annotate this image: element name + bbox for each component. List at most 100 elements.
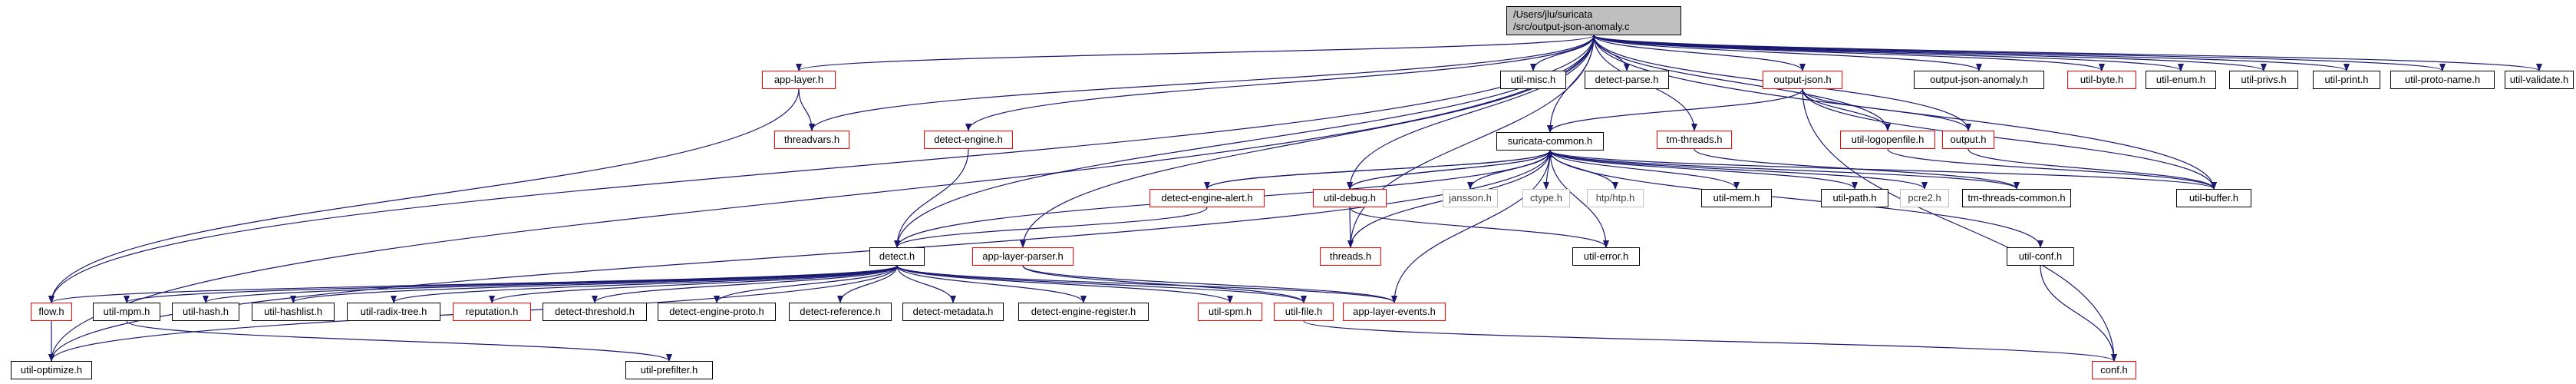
node-reputation-h[interactable]: reputation.h xyxy=(453,303,531,321)
node-util-optimize-h[interactable]: util-optimize.h xyxy=(11,361,92,379)
include-edge-root-to-app_layer_h xyxy=(796,35,1595,71)
node-output-json-anomaly-h[interactable]: output-json-anomaly.h xyxy=(1914,71,2044,89)
node-detect-metadata-h[interactable]: detect-metadata.h xyxy=(902,303,1004,321)
include-edge-detect_engine_alert_h-to-detect_h xyxy=(894,207,1208,248)
include-edge-output_h-to-util_buffer_h xyxy=(1967,148,2217,190)
node-util-logopenfile-h[interactable]: util-logopenfile.h xyxy=(1840,131,1935,149)
include-edge-output_json_h-to-output_h xyxy=(1802,88,1971,131)
include-edge-suricata_common_h-to-tm_threads_common_h xyxy=(1549,150,2020,190)
include-edge-root-to-output_json_h xyxy=(1593,35,1806,71)
node-util-path-h[interactable]: util-path.h xyxy=(1821,189,1888,207)
include-edge-suricata_common_h-to-util_buffer_h xyxy=(1549,150,2217,190)
root-path-line1: /Users/jlu/suricata xyxy=(1513,8,1593,20)
include-edge-detect_h-to-detect_engine_register_h xyxy=(896,265,1087,303)
node-util-proto-name-h[interactable]: util-proto-name.h xyxy=(2390,71,2495,89)
node-detect-parse-h[interactable]: detect-parse.h xyxy=(1585,71,1669,89)
node-util-mem-h[interactable]: util-mem.h xyxy=(1701,189,1772,207)
include-edge-root-to-util_optimize_h xyxy=(48,35,1595,362)
include-edge-app_layer_h-to-flow_h xyxy=(48,88,800,303)
node-util-validate-h[interactable]: util-validate.h xyxy=(2505,71,2574,89)
include-edge-util_debug_h-to-util_error_h xyxy=(1349,207,1609,248)
include-edge-suricata_common_h-to-util_error_h xyxy=(1549,150,1609,248)
include-edge-root-to-threads_h xyxy=(1347,35,1595,248)
node-util-hash-h[interactable]: util-hash.h xyxy=(172,303,239,321)
node-util-spm-h[interactable]: util-spm.h xyxy=(1198,303,1262,321)
include-edge-suricata_common_h-to-pcre2_h xyxy=(1549,150,1928,190)
include-edge-suricata_common_h-to-util_conf_h xyxy=(1549,150,2043,248)
node-tm-threads-h[interactable]: tm-threads.h xyxy=(1657,131,1732,149)
node-detect-engine-register-h[interactable]: detect-engine-register.h xyxy=(1018,303,1149,321)
node-util-privs-h[interactable]: util-privs.h xyxy=(2229,71,2298,89)
node-util-radix-tree-h[interactable]: util-radix-tree.h xyxy=(347,303,440,321)
include-edge-output_json_h-to-conf_h xyxy=(1802,88,2117,362)
include-edge-root-to-util_validate_h xyxy=(1593,35,2542,71)
node-detect-engine-h[interactable]: detect-engine.h xyxy=(924,131,1013,149)
root-path-line2: /src/output-json-anomaly.c xyxy=(1513,21,1630,32)
include-edge-root-to-flow_h xyxy=(48,35,1595,303)
node-util-print-h[interactable]: util-print.h xyxy=(2313,71,2380,89)
node-threads-h[interactable]: threads.h xyxy=(1320,247,1381,266)
include-edge-output_json_h-to-util_logopenfile_h xyxy=(1802,88,1891,131)
include-edge-app_layer_parser_h-to-app_layer_events_h xyxy=(1022,265,1397,303)
node-detect-reference-h[interactable]: detect-reference.h xyxy=(789,303,892,321)
include-edge-util_debug_h-to-threads_h xyxy=(1347,207,1354,248)
node-app-layer-parser-h[interactable]: app-layer-parser.h xyxy=(972,247,1074,266)
node-util-buffer-h[interactable]: util-buffer.h xyxy=(2176,189,2251,207)
node-util-debug-h[interactable]: util-debug.h xyxy=(1313,189,1387,207)
node-suricata-common-h[interactable]: suricata-common.h xyxy=(1496,132,1604,151)
include-edge-detect_h-to-util_file_h xyxy=(896,265,1307,303)
include-edge-detect_engine_alert_h-to-suricata_common_h xyxy=(1206,150,1553,190)
node-util-file-h[interactable]: util-file.h xyxy=(1274,303,1334,321)
include-edge-detect_h-to-detect_reference_h xyxy=(837,265,898,303)
node-ctype-h[interactable]: ctype.h xyxy=(1522,189,1570,207)
include-edge-detect_h-to-reputation_h xyxy=(489,265,898,303)
include-edge-suricata_common_h-to-util_mem_h xyxy=(1549,150,1740,190)
node-util-error-h[interactable]: util-error.h xyxy=(1572,247,1640,266)
include-edge-root-to-util_debug_h xyxy=(1347,35,1595,190)
node-detect-engine-proto-h[interactable]: detect-engine-proto.h xyxy=(658,303,776,321)
node-conf-h[interactable]: conf.h xyxy=(2092,361,2136,379)
root-file-node[interactable]: /Users/jlu/suricata /src/output-json-ano… xyxy=(1506,6,1681,35)
node-util-conf-h[interactable]: util-conf.h xyxy=(2007,247,2074,266)
include-edge-detect_h-to-detect_engine_proto_h xyxy=(714,265,898,303)
include-edge-util_mpm_h-to-util_prefilter_h xyxy=(126,320,672,362)
include-edge-app_layer_parser_h-to-util_file_h xyxy=(1022,265,1307,303)
node-util-hashlist-h[interactable]: util-hashlist.h xyxy=(252,303,335,321)
include-edge-detect_h-to-util_spm_h xyxy=(896,265,1233,303)
node-detect-threshold-h[interactable]: detect-threshold.h xyxy=(543,303,647,321)
node-flow-h[interactable]: flow.h xyxy=(31,303,72,321)
include-edge-util_file_h-to-conf_h xyxy=(1303,320,2117,362)
node-app-layer-events-h[interactable]: app-layer-events.h xyxy=(1343,303,1446,321)
node-htp-h[interactable]: htp/htp.h xyxy=(1587,189,1644,207)
include-edge-root-to-output_json_anomaly_h xyxy=(1593,35,1982,71)
include-edge-util_conf_h-to-conf_h xyxy=(2040,265,2117,362)
include-edge-detect_engine_h-to-detect_h xyxy=(894,148,969,248)
include-edge-detect_h-to-util_hash_h xyxy=(203,265,898,303)
node-detect-engine-alert-h[interactable]: detect-engine-alert.h xyxy=(1149,189,1265,207)
node-app-layer-h[interactable]: app-layer.h xyxy=(762,71,836,89)
include-edge-app_layer_h-to-threadvars_h xyxy=(798,88,815,131)
node-output-h[interactable]: output.h xyxy=(1942,131,1994,149)
node-jansson-h[interactable]: jansson.h xyxy=(1443,189,1498,207)
node-detect-h[interactable]: detect.h xyxy=(869,247,925,266)
node-tm-threads-common-h[interactable]: tm-threads-common.h xyxy=(1962,189,2071,207)
include-edge-tm_threads_h-to-tm_threads_common_h xyxy=(1694,148,2020,190)
include-edge-detect_h-to-detect_metadata_h xyxy=(896,265,956,303)
node-util-byte-h[interactable]: util-byte.h xyxy=(2067,71,2136,89)
include-edge-util_logopenfile_h-to-util_buffer_h xyxy=(1887,148,2217,190)
node-output-json-h[interactable]: output-json.h xyxy=(1763,71,1842,89)
include-edge-detect_h-to-app_layer_events_h xyxy=(896,265,1397,303)
node-util-misc-h[interactable]: util-misc.h xyxy=(1500,71,1566,89)
node-util-mpm-h[interactable]: util-mpm.h xyxy=(93,303,160,321)
include-edge-root-to-util_enum_h xyxy=(1593,35,2184,71)
include-edge-root-to-util_logopenfile_h xyxy=(1593,35,1891,131)
node-threadvars-h[interactable]: threadvars.h xyxy=(774,131,849,149)
include-edge-util_debug_h-to-suricata_common_h xyxy=(1349,150,1553,190)
node-util-enum-h[interactable]: util-enum.h xyxy=(2146,71,2216,89)
node-pcre2-h[interactable]: pcre2.h xyxy=(1900,189,1949,207)
include-edge-output_json_h-to-suricata_common_h xyxy=(1547,88,1803,133)
include-edge-output_json_h-to-util_buffer_h xyxy=(1802,88,2217,190)
include-edge-detect_h-to-util_hashlist_h xyxy=(290,265,898,303)
include-edge-detect_h-to-util_radix_tree_h xyxy=(391,265,898,303)
node-util-prefilter-h[interactable]: util-prefilter.h xyxy=(625,361,713,379)
